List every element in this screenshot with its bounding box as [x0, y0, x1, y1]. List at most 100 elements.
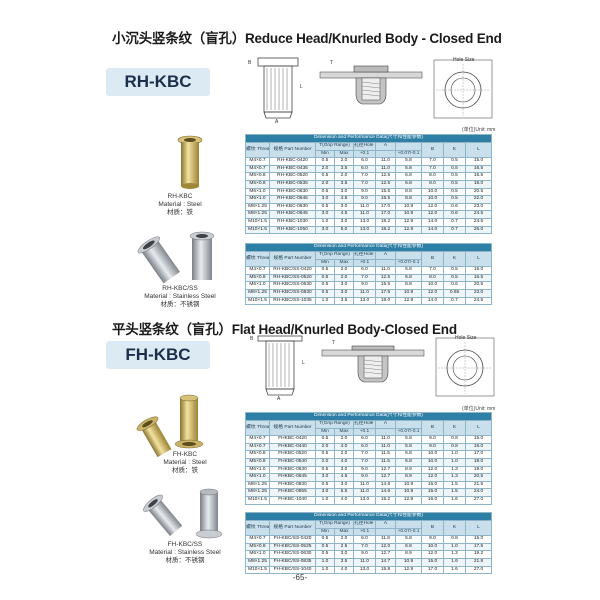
table-cell: 0.5 — [315, 535, 335, 544]
header-hole: 孔径Hole Size — [353, 251, 376, 260]
header-hole: 孔径Hole Size — [353, 142, 376, 151]
table-cell: 2.0 — [334, 172, 354, 181]
table-cell: FH-KBC/SS-0420 — [269, 535, 316, 544]
table-cell: 0.5 — [315, 480, 335, 490]
header-l: L — [464, 141, 493, 159]
table-cell: 6.8 — [395, 542, 422, 552]
table-cell: M8×1.25 — [245, 488, 270, 497]
table-cell: 3.0 — [334, 217, 354, 227]
table-cell: RH-KBC-1030 — [269, 217, 316, 227]
table-cell: 23.0 — [464, 202, 493, 212]
table-cell: 18.0 — [464, 179, 493, 189]
section1-title: 小沉头竖条纹（盲孔）Reduce Head/Knurled Body - Clo… — [112, 27, 502, 47]
header-hole: 孔径Hole Size — [353, 420, 376, 429]
section2-title-en: Flat Head/Knurled Body-Closed End — [231, 322, 457, 337]
table-caption: Dimension and Performance Data(尺寸和性能参数) — [244, 512, 493, 521]
table-cell: 0.5 — [443, 157, 466, 166]
table-cell: 11.5 — [375, 457, 396, 467]
header-hole-tol: +0.1 — [353, 427, 376, 437]
table-cell: 12.0 — [421, 473, 444, 482]
table-cell: 6.0 — [353, 266, 376, 275]
table-cell: 7.0 — [421, 164, 444, 174]
header-b: B — [421, 519, 444, 537]
table-cell: 0.5 — [315, 435, 335, 444]
header-a: A — [375, 420, 396, 429]
table-cell: 19.0 — [464, 457, 493, 467]
table-caption: Dimension and Performance Data(尺寸和性能参数) — [244, 134, 493, 143]
table-cell: 8.9 — [395, 465, 422, 475]
header-grip: T(Grip Range) — [315, 142, 354, 151]
section1-badge: RH-KBC — [106, 68, 210, 96]
header-l: L — [464, 419, 493, 437]
table-cell: M8×1.25 — [245, 480, 270, 490]
table-cell: 7.0 — [353, 179, 376, 189]
header-a-tol: +0.07/-0.1 — [395, 527, 422, 537]
table-cell: 2.0 — [334, 450, 354, 459]
table-cell: 2.0 — [315, 164, 335, 174]
table-cell: 11.0 — [375, 435, 396, 444]
table-cell: FHKBC-0420 — [269, 435, 316, 444]
fh-kbc-ss-photo — [143, 488, 223, 539]
table-cell: 0.8 — [443, 535, 466, 544]
table-cell: 5.8 — [395, 442, 422, 452]
table-cell: 1.6 — [443, 495, 466, 505]
table-cell: 9.0 — [353, 473, 376, 482]
table-cell: 0.5 — [443, 195, 466, 204]
table-cell: 5.8 — [395, 535, 422, 544]
table-cell: M8×1.25 — [245, 202, 270, 212]
table-cell: M6×1.0 — [245, 195, 270, 204]
svg-text:B: B — [248, 60, 252, 66]
section2-installed-drawing: T — [321, 340, 425, 383]
table-cell: RH-KBC/SS-1035 — [269, 296, 316, 306]
table-cell: 0.5 — [315, 202, 335, 212]
table-cell: 15.0 — [464, 435, 493, 444]
table-cell: 12.7 — [375, 465, 396, 475]
table-cell: 2.5 — [334, 542, 354, 552]
header-a-blank — [395, 142, 422, 151]
table-cell: 0.6 — [443, 210, 466, 219]
table-cell: 4.0 — [334, 457, 354, 467]
table-cell: M4×0.7 — [245, 535, 270, 544]
section2-table1: Dimension and Performance Data(尺寸和性能参数) … — [244, 412, 493, 505]
table-cell: 6.8 — [395, 179, 422, 189]
table-cell: 1.0 — [443, 450, 466, 459]
table-cell: 14.0 — [421, 296, 444, 306]
table-cell: 1.3 — [443, 465, 466, 475]
header-thread: 螺纹 Thread — [245, 141, 270, 159]
section2-unit: (单位)Unit: mm — [462, 406, 496, 412]
table-cell: 0.5 — [443, 179, 466, 189]
table-cell: 0.5 — [315, 172, 335, 181]
table-cell: 4.5 — [334, 210, 354, 219]
table-caption: Dimension and Performance Data(尺寸和性能参数) — [244, 243, 493, 252]
table-cell: 0.5 — [443, 266, 466, 275]
table-cell: 1.3 — [443, 550, 466, 559]
table-cell: 8.9 — [395, 550, 422, 559]
table-cell: FHKBC-1040 — [269, 495, 316, 505]
header-part: 规格 Part Number — [269, 519, 316, 537]
table-cell: 3.5 — [334, 164, 354, 174]
product-material: Material : Stainless Steel — [149, 549, 221, 556]
table-cell: 16.0 — [464, 442, 493, 452]
section1-hole-label: Hole Size — [453, 57, 475, 63]
table-cell: 10.9 — [395, 288, 422, 298]
rh-kbc-ss-photo — [137, 231, 215, 284]
table-cell: 15.0 — [464, 266, 493, 275]
table-cell: 9.0 — [421, 535, 444, 544]
table-cell: 10.9 — [395, 488, 422, 497]
table-cell: 0.5 — [443, 273, 466, 283]
table-cell: 0.5 — [315, 157, 335, 166]
table-cell: 11.0 — [375, 164, 396, 174]
table-cell: 20.5 — [464, 281, 493, 290]
rh-kbc-steel-photo — [177, 135, 203, 189]
table-cell: 23.0 — [464, 288, 493, 298]
table-cell: 1.5 — [443, 488, 466, 497]
table-cell: 15.5 — [375, 195, 396, 204]
fh-kbc-steel-photo — [174, 394, 204, 449]
table-cell: 24.5 — [464, 210, 493, 219]
